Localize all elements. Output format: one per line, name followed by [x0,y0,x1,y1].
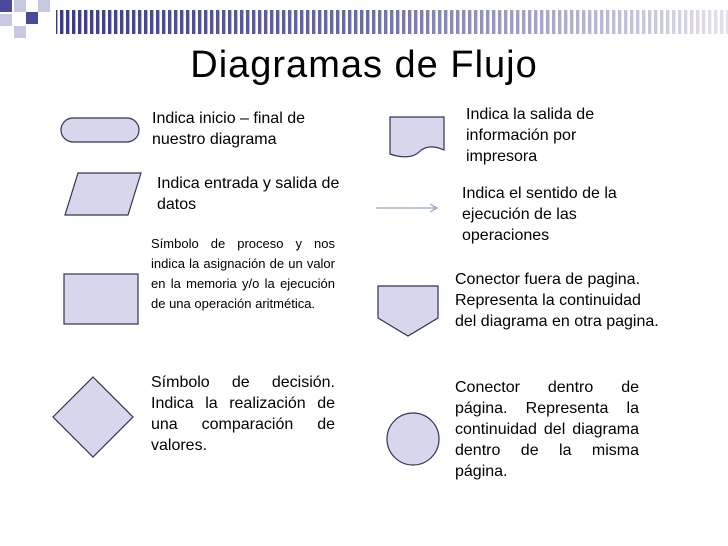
rectangle-description: Símbolo de proceso y nos indica la asign… [151,236,335,311]
circle-description: Conector dentro de página. Representa la… [455,379,639,480]
off-page-connector-shape [377,285,439,337]
arrow-description: Indica el sentido de la ejecución de las… [462,185,617,244]
diamond-shape [52,376,134,458]
parallelogram-shape [64,172,142,216]
slide-title: Diagramas de Flujo [190,44,538,86]
document-description: Indica la salida de información por impr… [466,106,595,165]
header-decoration [0,0,728,38]
terminal-oval-shape [60,117,140,143]
arrow-shape [376,203,439,213]
rectangle-shape [63,273,139,325]
terminal-description: Indica inicio – final de nuestro diagram… [152,110,305,148]
document-shape [389,116,445,158]
diamond-description: Símbolo de decisión. Indica la realizaci… [151,374,335,454]
off-page-connector-description: Conector fuera de pagina. Representa la … [455,271,659,330]
parallelogram-description: Indica entrada y salida de datos [157,175,340,213]
circle-shape [386,412,440,466]
